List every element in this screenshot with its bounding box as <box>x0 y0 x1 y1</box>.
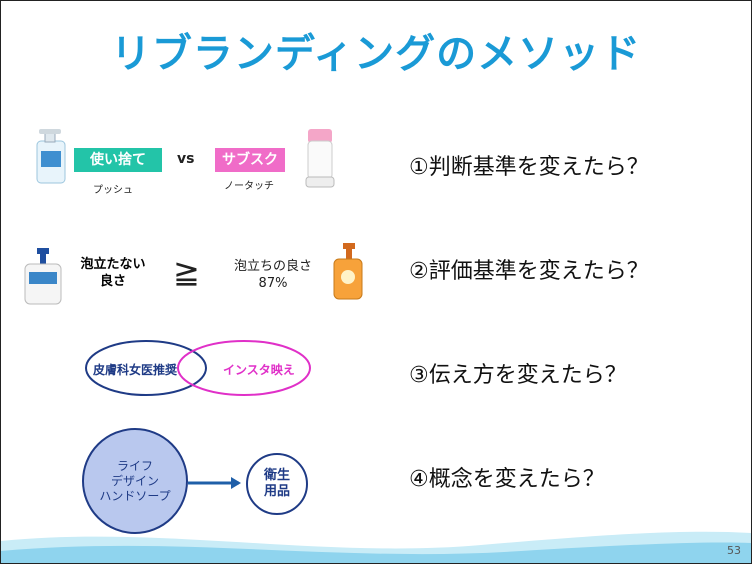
venn-diagram <box>85 340 311 396</box>
lifestyle-line3: ハンドソープ <box>99 489 171 503</box>
dermatologist-ellipse <box>85 340 207 396</box>
hygiene-label: 衛生 用品 <box>257 468 297 500</box>
question-4: ④概念を変えたら？ <box>409 467 605 492</box>
foamless-line2: 良さ <box>99 274 126 289</box>
foaming-line2: 87% <box>258 276 288 291</box>
arrow-head <box>231 477 241 489</box>
lifestyle-line2: デザイン <box>110 474 159 488</box>
greater-equal-symbol: ≧ <box>173 253 200 291</box>
bottom-wave-decoration <box>1 531 751 563</box>
instagram-label: インスタ映え <box>223 363 295 377</box>
touchless-dispenser-image <box>305 129 335 188</box>
push-caption: プッシュ <box>93 185 133 196</box>
dermatologist-label: 皮膚科女医推奨 <box>93 363 178 377</box>
foamless-label: 泡立たない 良さ <box>73 256 153 290</box>
foamless-soap-image <box>24 248 62 305</box>
hygiene-line1: 衛生 <box>263 468 290 483</box>
lifestyle-line1: ライフ <box>116 459 153 473</box>
no-touch-caption: ノータッチ <box>224 181 274 192</box>
lifestyle-circle <box>82 428 188 534</box>
slide-title: リブランディングのメソッド <box>110 31 642 77</box>
foaming-label: 泡立ちの良さ 87% <box>229 258 317 292</box>
hygiene-circle <box>246 453 308 515</box>
lifestyle-label: ライフ デザイン ハンドソープ <box>85 459 185 504</box>
pump-bottle-image <box>36 129 66 184</box>
question-3: ③伝え方を変えたら？ <box>409 363 627 388</box>
question-1: ①判断基準を変えたら？ <box>409 155 649 180</box>
question-2: ②評価基準を変えたら？ <box>409 259 649 284</box>
vs-label: vs <box>177 151 195 167</box>
foaming-line1: 泡立ちの良さ <box>233 259 312 274</box>
disposable-tag: 使い捨て <box>74 148 162 172</box>
foaming-soap-image <box>333 243 363 300</box>
hygiene-line2: 用品 <box>263 484 290 499</box>
page-number: 53 <box>727 544 741 557</box>
subscription-tag: サブスク <box>215 148 285 172</box>
instagram-ellipse <box>177 340 311 396</box>
concept-diagram <box>82 428 308 534</box>
foamless-line1: 泡立たない <box>80 257 146 272</box>
